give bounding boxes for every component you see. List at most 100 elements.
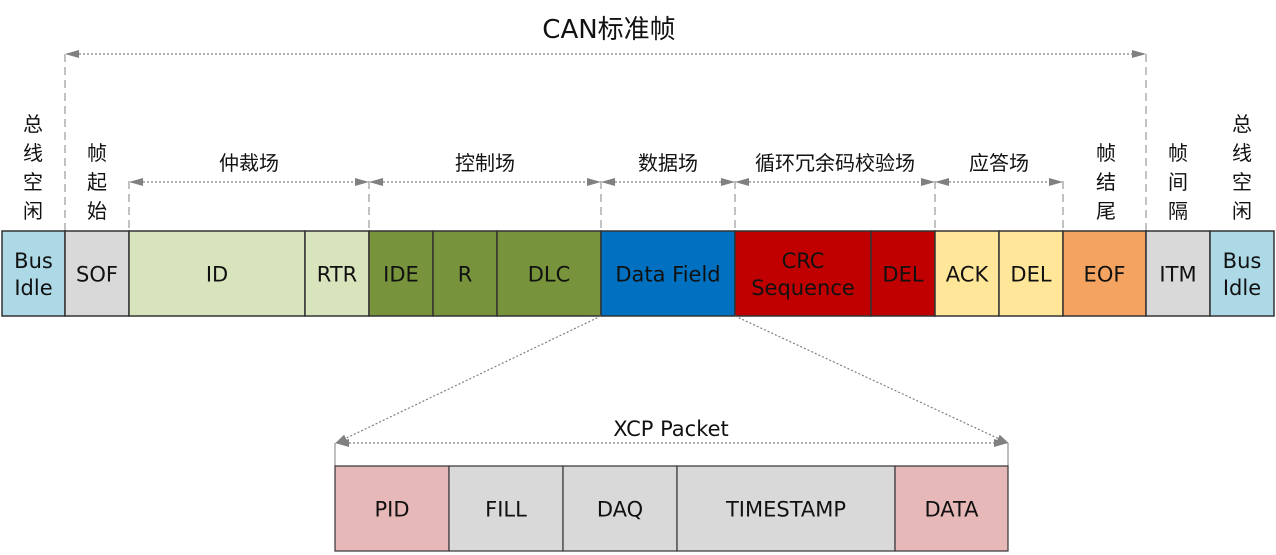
vertical-label-char: 总 xyxy=(1232,112,1252,136)
xcp-field-label: FILL xyxy=(485,498,527,522)
group-label: 数据场 xyxy=(638,151,698,175)
can-field-label: ITM xyxy=(1159,263,1196,287)
arrow-right-icon xyxy=(587,178,601,186)
can-field-box xyxy=(432,230,498,317)
can-field-label: ID xyxy=(206,263,228,287)
arrow-left-icon xyxy=(129,178,143,186)
can-field-id: ID xyxy=(128,230,306,317)
vertical-label-char: 帧 xyxy=(1096,141,1116,165)
can-field-itm: ITM xyxy=(1145,230,1211,317)
arrow-left-icon xyxy=(735,178,749,186)
vertical-label-char: 帧 xyxy=(1168,141,1188,165)
arrow-right-icon xyxy=(1049,178,1063,186)
vertical-label-char: 闲 xyxy=(1232,199,1252,223)
xcp-field-box xyxy=(562,465,678,552)
xcp-field-timestamp: TIMESTAMP xyxy=(676,465,896,552)
can-field-box xyxy=(496,230,602,317)
can-field-label: DLC xyxy=(528,263,571,287)
vertical-label-char: 空 xyxy=(1232,170,1252,194)
arrow-right-icon xyxy=(721,178,735,186)
vertical-label-char: 起 xyxy=(87,170,107,194)
xcp-field-box xyxy=(894,465,1009,552)
can-field-box xyxy=(870,230,936,317)
vertical-label-char: 空 xyxy=(23,170,43,194)
can-field-label: Idle xyxy=(1223,276,1261,300)
can-field-r: R xyxy=(432,230,498,317)
xcp-field-daq: DAQ xyxy=(562,465,678,552)
can-field-box xyxy=(304,230,370,317)
expand-connector-left xyxy=(335,315,602,444)
can-field-label: Idle xyxy=(14,276,52,300)
vertical-label-char: 线 xyxy=(1232,141,1252,165)
arrow-left-icon xyxy=(935,178,949,186)
arrow-left-icon xyxy=(335,439,349,447)
can-field-box xyxy=(128,230,306,317)
can-field-label: RTR xyxy=(317,263,357,287)
can-field-ide: IDE xyxy=(368,230,434,317)
can-field-box xyxy=(1145,230,1211,317)
expand-connector-right xyxy=(734,315,1009,444)
group-label: 应答场 xyxy=(969,151,1029,175)
can-field-box xyxy=(1209,230,1275,317)
can-field-data-field: Data Field xyxy=(600,230,736,317)
vertical-label-char: 线 xyxy=(23,141,43,165)
can-field-label: Sequence xyxy=(751,276,855,300)
group-crc: 循环冗余码校验场 xyxy=(735,151,935,186)
vertical-label-char: 结 xyxy=(1096,170,1116,194)
group-data: 数据场 xyxy=(601,151,735,186)
vertical-label-char: 间 xyxy=(1168,170,1188,194)
can-field-box xyxy=(734,230,872,317)
xcp-field-data: DATA xyxy=(894,465,1009,552)
can-field-label: R xyxy=(458,263,473,287)
group-label: 循环冗余码校验场 xyxy=(755,151,915,175)
vertical-label-char: 总 xyxy=(23,112,43,136)
group-label: 仲裁场 xyxy=(219,151,279,175)
group-control: 控制场 xyxy=(369,151,601,186)
arrow-left-icon xyxy=(65,50,79,58)
can-field-box xyxy=(998,230,1064,317)
xcp-field-label: DAQ xyxy=(597,498,643,522)
diagram-title: CAN标准帧 xyxy=(542,15,676,45)
dashed-guides xyxy=(64,50,1147,231)
can-field-ack-del: DEL xyxy=(998,230,1064,317)
can-field-eof: EOF xyxy=(1062,230,1147,317)
vertical-label-char: 始 xyxy=(87,199,107,223)
vertical-label-char: 闲 xyxy=(23,199,43,223)
group-arbitration: 仲裁场 xyxy=(129,151,369,186)
can-field-label: Bus xyxy=(14,249,53,273)
xcp-field-box xyxy=(334,465,450,552)
group-ack: 应答场 xyxy=(935,151,1063,186)
xcp-field-label: DATA xyxy=(924,498,979,522)
xcp-packet-title: XCP Packet xyxy=(613,417,729,441)
can-field-dlc: DLC xyxy=(496,230,602,317)
xcp-field-fill: FILL xyxy=(448,465,564,552)
can-field-label: IDE xyxy=(383,263,419,287)
xcp-packet-bracket xyxy=(335,439,1008,447)
can-field-ack: ACK xyxy=(934,230,1000,317)
can-field-label: SOF xyxy=(76,263,118,287)
arrow-left-icon xyxy=(601,178,615,186)
xcp-field-label: TIMESTAMP xyxy=(725,498,846,522)
can-field-label: EOF xyxy=(1084,263,1126,287)
group-label: 控制场 xyxy=(455,151,515,175)
can-field-box xyxy=(1062,230,1147,317)
field-group-brackets: 仲裁场 控制场 数据场 循环冗余码校验场 应答场 xyxy=(129,151,1063,186)
can-field-label: DEL xyxy=(1010,263,1051,287)
can-field-crc-sequence: CRC Sequence xyxy=(734,230,872,317)
xcp-field-pid: PID xyxy=(334,465,450,552)
can-field-box xyxy=(600,230,736,317)
arrow-left-icon xyxy=(369,178,383,186)
vertical-label-char: 帧 xyxy=(87,141,107,165)
can-field-label: CRC xyxy=(782,249,825,273)
can-field-label: Data Field xyxy=(615,263,720,287)
vertical-label-itm: 帧间隔 xyxy=(1168,141,1188,223)
arrow-right-icon xyxy=(994,439,1008,447)
